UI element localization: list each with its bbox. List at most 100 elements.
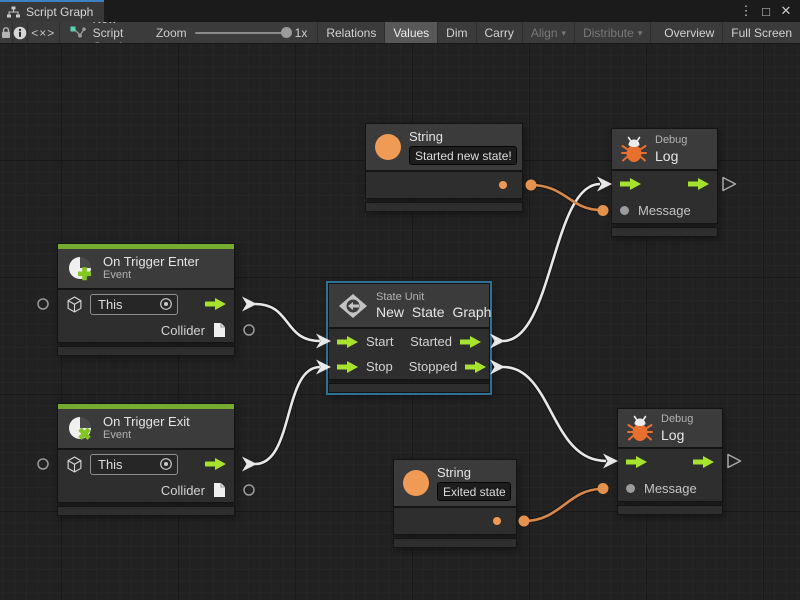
message-input-port[interactable] — [620, 205, 629, 215]
flow-output-port[interactable] — [460, 335, 481, 348]
node-on-trigger-exit[interactable]: On Trigger Exit Event This — [57, 403, 235, 516]
node-debug-log-bottom[interactable]: Debug Log Message — [617, 408, 723, 515]
node-footer — [365, 202, 523, 212]
node-kind: State Unit — [376, 290, 425, 303]
node-subtitle: Event — [103, 429, 132, 442]
event-exit-icon — [69, 416, 91, 440]
zoom-slider-handle[interactable] — [280, 27, 292, 38]
wire-stopped-to-debugbottom[interactable] — [502, 365, 607, 463]
lock-button[interactable] — [0, 22, 13, 43]
flow-in-port-connected[interactable] — [597, 176, 612, 192]
flow-out-port-empty[interactable] — [722, 176, 737, 192]
toolbar-button-fullscreen[interactable]: Full Screen — [731, 25, 792, 40]
bug-icon — [627, 415, 653, 441]
flow-output-port[interactable] — [465, 360, 487, 373]
target-icon[interactable] — [159, 297, 173, 311]
graph-icon — [70, 26, 86, 38]
graph-toolbar: <×> New Script Graph Zoom 1x Relations V… — [0, 22, 800, 44]
event-accent-bar — [57, 403, 235, 409]
stopped-port-label: Stopped — [408, 359, 458, 374]
flow-out-port-connected[interactable] — [242, 296, 257, 312]
toolbar-button-dim[interactable]: Dim — [438, 22, 477, 43]
toolbar-button-carry[interactable]: Carry — [477, 22, 523, 43]
value-in-port-connected[interactable] — [597, 483, 609, 494]
zoom-slider[interactable] — [194, 27, 292, 38]
node-subtitle: Event — [103, 269, 132, 282]
node-string-top[interactable]: String — [365, 123, 523, 212]
started-port-label: Started — [410, 334, 452, 349]
toolbar-button-distribute[interactable]: Distribute ▾ — [575, 22, 652, 43]
lock-icon — [2, 27, 10, 38]
toolbar-button-values[interactable]: Values — [385, 22, 439, 43]
node-footer — [57, 346, 235, 356]
message-input-port[interactable] — [626, 483, 635, 493]
flow-out-port-connected[interactable] — [490, 333, 505, 349]
graph-name-label: New Script Graph — [92, 22, 126, 43]
start-port-label: Start — [366, 334, 394, 349]
collider-out-port-empty[interactable] — [243, 324, 255, 336]
value-in-port-connected[interactable] — [597, 205, 609, 216]
flow-out-port-empty[interactable] — [727, 453, 742, 469]
value-in-port-empty[interactable] — [37, 298, 49, 310]
node-string-bottom[interactable]: String — [393, 459, 517, 548]
node-on-trigger-enter[interactable]: On Trigger Enter Event This — [57, 243, 235, 356]
flow-input-port[interactable] — [626, 456, 647, 468]
toolbar-button-relations[interactable]: Relations — [318, 22, 386, 43]
node-title: Log — [661, 426, 685, 443]
flow-input-port[interactable] — [620, 178, 641, 190]
wire-exittrigger-to-stop[interactable] — [254, 365, 321, 466]
node-footer — [611, 227, 718, 237]
flow-output-port[interactable] — [693, 456, 714, 468]
toolbar-button-overview[interactable]: Overview — [656, 22, 724, 43]
flow-output-port[interactable] — [205, 458, 226, 471]
flow-output-port[interactable] — [688, 178, 709, 190]
cube-icon — [67, 456, 82, 473]
info-button[interactable] — [13, 22, 28, 43]
target-object-field[interactable]: This — [90, 293, 178, 315]
tab-script-graph[interactable]: Script Graph — [0, 0, 104, 22]
node-footer — [393, 538, 517, 548]
node-kind: Debug — [661, 413, 694, 426]
flow-in-port-connected[interactable] — [603, 453, 618, 469]
wire-entertrigger-to-start[interactable] — [254, 302, 321, 343]
string-value-input[interactable] — [409, 146, 517, 165]
wire-stringtop-to-message[interactable] — [530, 183, 601, 212]
collider-out-port-empty[interactable] — [243, 484, 255, 496]
value-output-port[interactable] — [493, 517, 501, 525]
flow-input-port[interactable] — [337, 335, 358, 348]
maximize-icon[interactable]: □ — [762, 3, 770, 19]
flow-input-port[interactable] — [337, 360, 358, 373]
flow-output-port[interactable] — [205, 298, 226, 311]
node-debug-log-top[interactable]: Debug Log Message — [611, 128, 718, 237]
collider-output-label: Collider — [160, 322, 205, 338]
target-icon[interactable] — [159, 457, 173, 471]
value-out-port-connected[interactable] — [518, 515, 530, 527]
code-toggle-button[interactable]: <×> — [28, 22, 60, 43]
chevron-down-icon: ▾ — [637, 28, 643, 38]
bug-icon — [621, 136, 647, 162]
wire-stringbottom-to-message[interactable] — [523, 487, 601, 523]
node-state-unit[interactable]: State Unit New State Graph Start Started… — [328, 283, 492, 393]
value-out-port-connected[interactable] — [525, 179, 537, 191]
breadcrumb-graph-name[interactable]: New Script Graph — [60, 22, 140, 43]
zoom-value: 1x — [294, 25, 308, 40]
toolbar-button-align[interactable]: Align ▾ — [523, 22, 576, 43]
node-title: New State Graph — [376, 304, 492, 321]
node-title: Log — [655, 147, 679, 164]
menu-icon[interactable]: ⋮ — [739, 3, 753, 18]
flow-out-port-connected[interactable] — [242, 456, 257, 472]
close-icon[interactable]: ✕ — [780, 3, 792, 18]
cube-icon — [67, 296, 82, 313]
value-output-port[interactable] — [499, 181, 507, 189]
chevron-down-icon: ▾ — [561, 28, 567, 38]
value-in-port-empty[interactable] — [37, 458, 49, 470]
graph-canvas[interactable]: String — [0, 44, 800, 600]
string-value-input[interactable] — [437, 482, 511, 501]
flow-out-port-connected[interactable] — [490, 359, 505, 375]
stop-port-label: Stop — [366, 359, 393, 374]
event-accent-bar — [57, 243, 235, 249]
message-label: Message — [638, 202, 691, 218]
event-enter-icon — [69, 256, 91, 280]
target-object-field[interactable]: This — [90, 453, 178, 475]
